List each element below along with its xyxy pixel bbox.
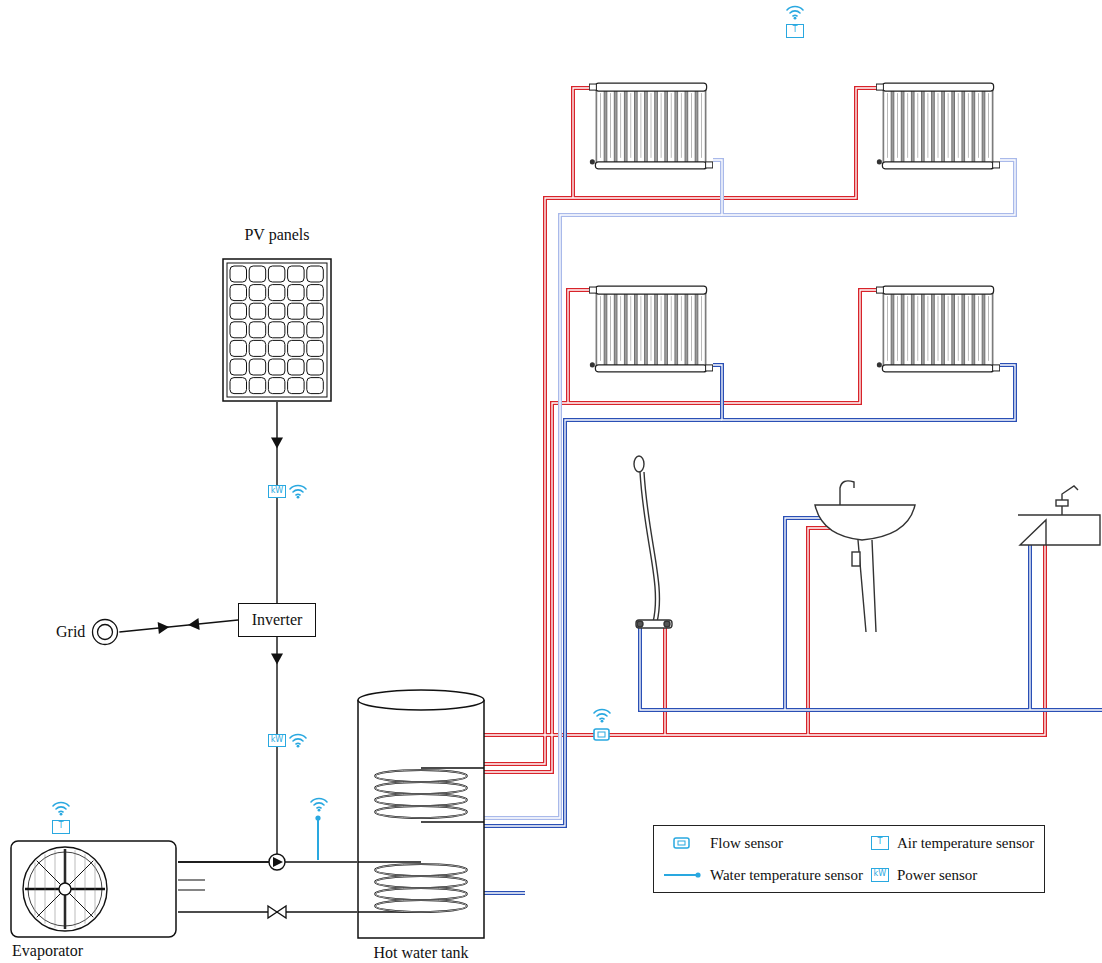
- legend-icon-label: T: [871, 836, 889, 850]
- arrow-head: [188, 618, 200, 630]
- arrow-head: [271, 654, 283, 665]
- pv-panel: PV panels: [222, 226, 332, 402]
- sensor-label: T: [786, 24, 804, 38]
- node-label: Grid: [56, 623, 85, 641]
- evaporator-unit: Evaporator: [10, 840, 178, 960]
- grid-symbol: Grid: [56, 618, 119, 646]
- legend-box: Flow sensor T Air temperature sensor Wat…: [653, 825, 1045, 893]
- air-sensor-icon: T: [871, 836, 889, 850]
- hot-water-tank: Hot water tank: [357, 688, 485, 962]
- tank-art: [357, 688, 485, 940]
- sensor-label: T: [52, 820, 70, 834]
- node-label: Evaporator: [10, 942, 178, 960]
- connector: [178, 637, 283, 862]
- node-label: Inverter: [249, 611, 305, 629]
- grid-symbol-art: [91, 618, 119, 646]
- connector: [271, 402, 283, 603]
- sensor-label: kW: [268, 734, 286, 747]
- pv-panel-art: [222, 258, 332, 402]
- node-label: Hot water tank: [357, 944, 485, 962]
- flow-sensor-icon: [662, 837, 702, 849]
- water-sensor-icon: [662, 871, 702, 879]
- connector: [119, 618, 238, 634]
- legend-icon-label: kW: [871, 868, 889, 882]
- legend-text: Power sensor: [897, 866, 1034, 884]
- power-sensor-icon: kW: [871, 868, 889, 882]
- node-label: PV panels: [222, 226, 332, 244]
- arrow-head: [271, 438, 283, 449]
- connector: [178, 862, 357, 863]
- legend-text: Water temperature sensor: [710, 866, 863, 884]
- legend-text: Air temperature sensor: [897, 834, 1034, 852]
- arrow-head: [158, 622, 170, 634]
- sensor-label: kW: [268, 485, 286, 498]
- inverter-box: Inverter: [238, 603, 316, 637]
- legend-text: Flow sensor: [710, 834, 863, 852]
- evaporator-art: [10, 840, 178, 938]
